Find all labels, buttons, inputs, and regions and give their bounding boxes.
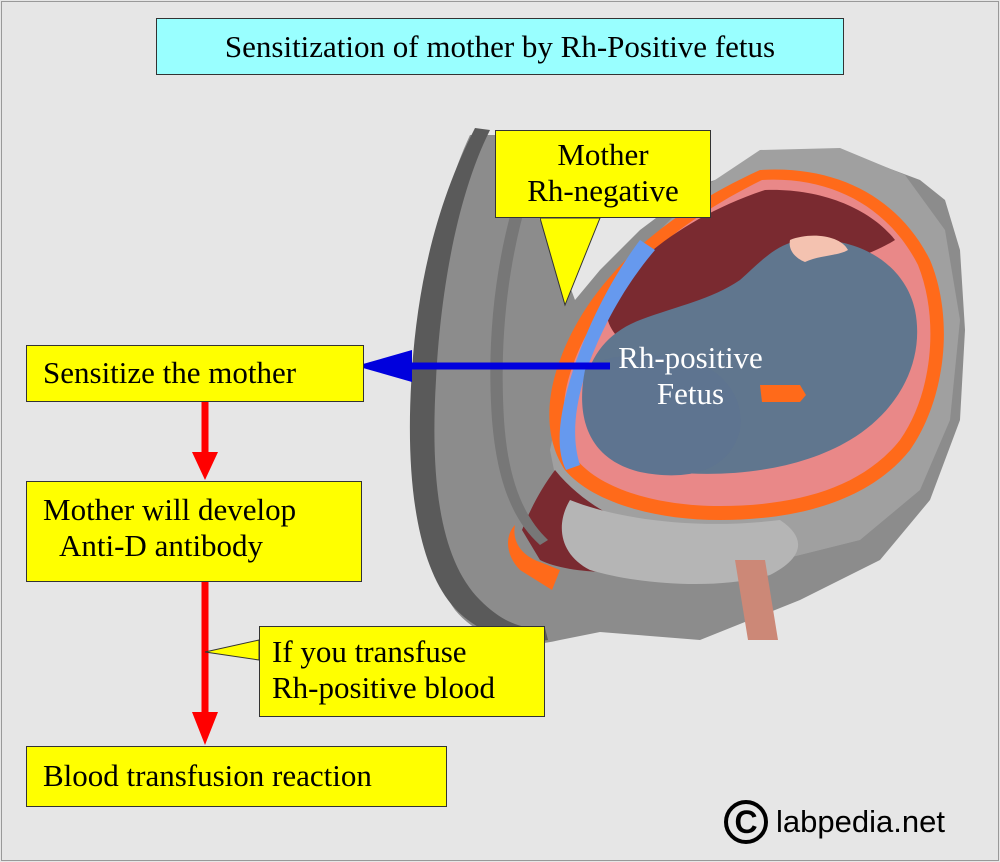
transfuse-callout: If you transfuse Rh-positive blood (259, 626, 545, 717)
sensitize-step: Sensitize the mother (26, 345, 364, 402)
fetus-name-label: Fetus (656, 376, 725, 411)
copyright-icon: C (724, 800, 768, 844)
page-title: Sensitization of mother by Rh-Positive f… (156, 18, 844, 75)
flow-arrow-1-head (192, 452, 218, 480)
antibody-label: Anti-D antibody (59, 528, 264, 563)
develop-antibody-step: Mother will develop Anti-D antibody (26, 481, 362, 582)
blue-membrane (559, 240, 655, 470)
transfusion-reaction-step: Blood transfusion reaction (26, 746, 447, 807)
copyright-footer: C labpedia.net (724, 800, 945, 844)
develop-label: Mother will develop (43, 492, 297, 527)
sensitize-label: Sensitize the mother (43, 355, 297, 390)
leg-vessel (735, 560, 778, 640)
vaginal-canal (508, 525, 560, 590)
fetus-limb (760, 385, 806, 402)
fetus-label: Rh-positive Fetus (598, 340, 783, 412)
mother-callout-pointer (539, 217, 601, 307)
fetus-rh-label: Rh-positive (618, 340, 763, 375)
mother-rh-label: Rh-negative (527, 173, 679, 208)
fetus-head (582, 355, 741, 476)
reaction-label: Blood transfusion reaction (43, 758, 372, 793)
spine (490, 130, 552, 545)
mother-back-outline (409, 128, 548, 642)
mother-label: Mother (557, 137, 649, 172)
transfuse-label: If you transfuse (272, 634, 467, 669)
mother-callout: Mother Rh-negative (495, 130, 711, 218)
fetus-limb-upper (789, 235, 848, 262)
flow-arrow-2-head (192, 712, 218, 745)
sensitize-arrow-head (356, 350, 412, 382)
site-label: labpedia.net (776, 804, 945, 839)
rh-positive-blood-label: Rh-positive blood (272, 670, 496, 705)
transfuse-callout-pointer (204, 639, 260, 661)
